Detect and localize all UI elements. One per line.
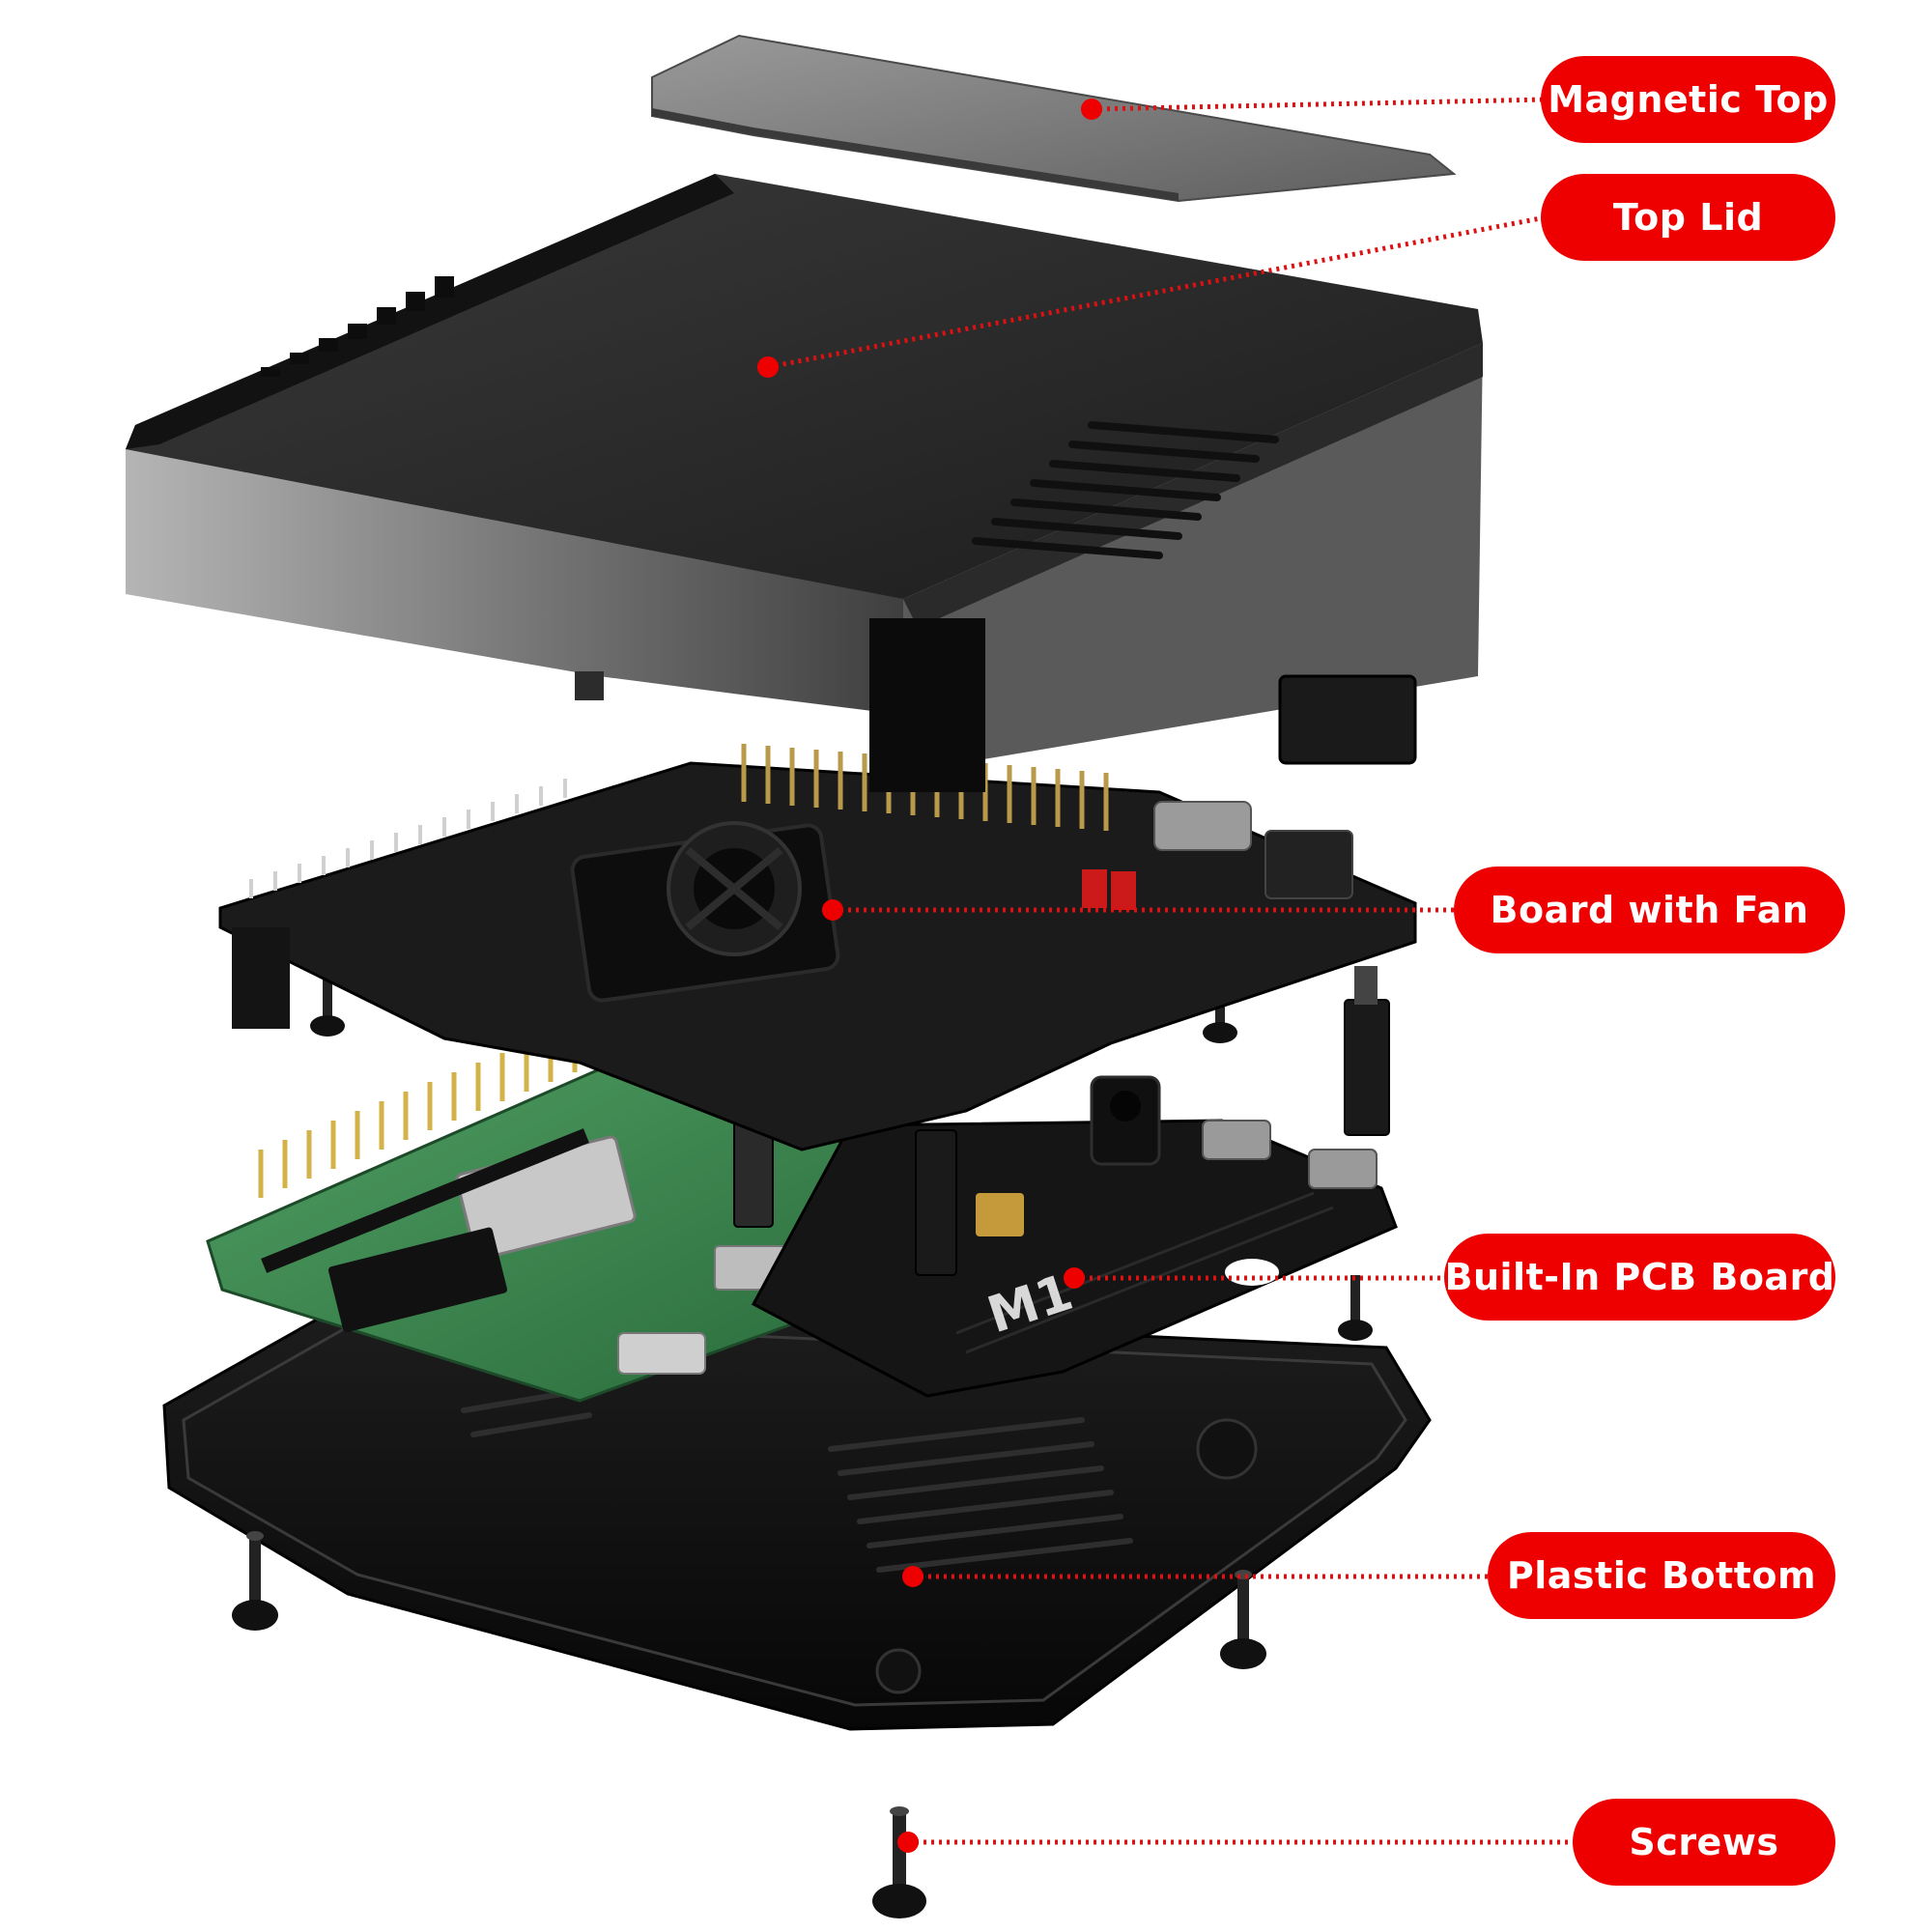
dot-board-with-fan [822, 899, 843, 921]
loose-screws [232, 971, 1373, 1918]
dot-plastic-bottom [902, 1566, 923, 1587]
callout-leaders [757, 97, 1575, 1853]
callout-board-with-fan: Board with Fan [1454, 867, 1845, 953]
callout-built-in-pcb-board: Built-In PCB Board [1444, 1234, 1835, 1321]
dot-magnetic-top [1081, 99, 1102, 120]
leader-board-with-fan [822, 899, 1459, 921]
screw-bottom-center [872, 1806, 926, 1918]
screw-left [232, 1531, 278, 1631]
leader-screws [897, 1832, 1575, 1853]
leader-top-lid [757, 214, 1547, 378]
callout-plastic-bottom: Plastic Bottom [1488, 1532, 1835, 1619]
callout-magnetic-top: Magnetic Top [1541, 56, 1835, 143]
raspberry-pi-board [206, 1024, 876, 1403]
callout-screws: Screws [1573, 1799, 1835, 1886]
leader-built-in-pcb-board [1064, 1267, 1449, 1289]
dot-built-in-pcb-board [1064, 1267, 1085, 1289]
board-with-fan-part [218, 744, 1417, 1151]
leader-magnetic-top [1081, 97, 1547, 120]
built-in-pcb-part: M1 [751, 1075, 1398, 1398]
screw-mid-right [1338, 1275, 1373, 1341]
top-lid-part [126, 174, 1483, 792]
callout-top-lid: Top Lid [1541, 174, 1835, 261]
dot-top-lid [757, 356, 779, 378]
screw-right [1220, 1570, 1266, 1669]
leader-plastic-bottom [902, 1566, 1492, 1587]
plastic-bottom-part [162, 1297, 1432, 1731]
screw-under-fan-left [310, 971, 345, 1037]
magnetic-top-part [651, 34, 1457, 203]
dot-screws [897, 1832, 919, 1853]
